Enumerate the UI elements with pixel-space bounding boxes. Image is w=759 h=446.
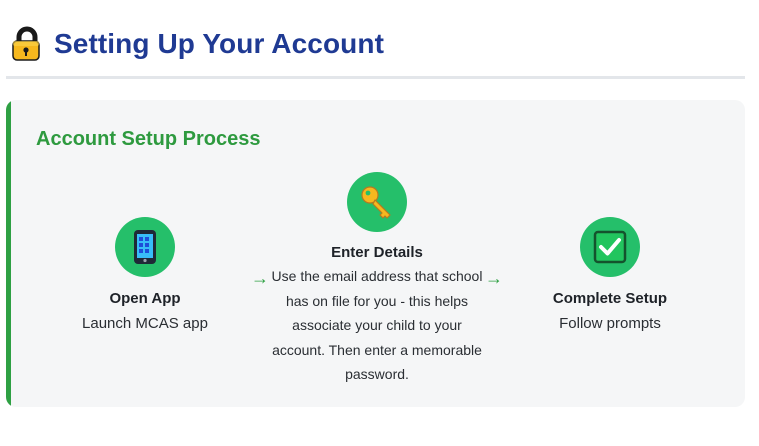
step-icon-circle [580, 217, 640, 277]
step-title: Enter Details [331, 244, 423, 261]
lock-icon [12, 26, 40, 61]
step-title: Complete Setup [552, 290, 668, 307]
step-title: Open App [109, 290, 181, 307]
page-title: Setting Up Your Account [54, 28, 385, 59]
step-description: Launch MCAS app [82, 315, 208, 332]
card-accent-bar [6, 100, 11, 407]
key-icon [361, 186, 391, 219]
step-enter-details: Enter Details Use the email address that… [266, 172, 488, 387]
card-title: Account Setup Process [36, 128, 261, 150]
arrow-right-icon: → [485, 268, 503, 288]
setup-process-card: Account Setup Process Open App Launch MC… [6, 100, 745, 407]
step-complete-setup: Complete Setup Follow prompts [534, 217, 686, 336]
page-header: Setting Up Your Account [8, 22, 384, 66]
check-box-icon [593, 230, 627, 264]
arrow-right-icon: → [251, 268, 269, 288]
step-icon-circle [115, 217, 175, 277]
mobile-phone-icon [134, 230, 156, 264]
step-open-app: Open App Launch MCAS app [60, 217, 230, 336]
step-icon-circle [347, 172, 407, 232]
step-description: Follow prompts [559, 315, 661, 332]
step-description: Use the email address that school has on… [271, 268, 483, 382]
header-divider [6, 76, 745, 79]
